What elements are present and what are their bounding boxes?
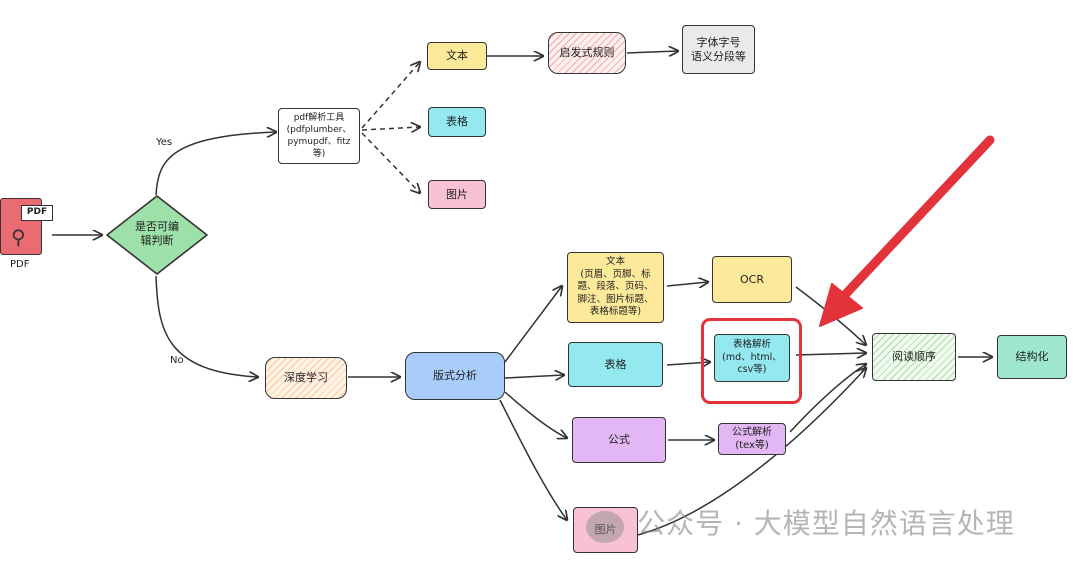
pdf-badge: PDF <box>21 205 53 221</box>
edge-image-reading <box>611 368 866 541</box>
table-parse-highlight <box>701 318 802 404</box>
edge-layout-image <box>499 399 567 520</box>
reading-order-node: 阅读顺序 <box>872 333 956 381</box>
highlight-arrow <box>819 135 995 327</box>
edge-parse-reading <box>795 353 866 355</box>
pdf-file-icon: PDF ⚲ <box>0 198 53 255</box>
table-parse-node: 表格解析 (md、html、 csv等) <box>714 334 790 382</box>
edge-layout-text <box>504 286 562 363</box>
edge-text-ocr <box>666 282 708 286</box>
text-top-node: 文本 <box>427 42 487 70</box>
edge-yes <box>155 132 276 196</box>
edge-tools-text <box>361 62 420 129</box>
pdf-tools-node: pdf解析工具 (pdfplumber、 pymupdf、fitz 等) <box>278 108 360 164</box>
heuristic-node: 启发式规则 <box>548 32 626 74</box>
edge-label-no: No <box>170 355 184 366</box>
wechat-icon <box>586 510 624 543</box>
table-top-node: 表格 <box>428 107 486 137</box>
watermark-text: 公众号 · 大模型自然语言处理 <box>637 507 1015 540</box>
layout-analysis-node: 版式分析 <box>405 352 505 400</box>
font-info-node: 字体字号 语义分段等 <box>682 25 755 74</box>
edge-tools-table <box>361 127 420 130</box>
editable-check-diamond: 是否可编 辑判断 <box>105 194 209 276</box>
watermark: 公众号 · 大模型自然语言处理 <box>586 500 1014 543</box>
acrobat-icon: ⚲ <box>11 225 26 249</box>
formula-parse-node: 公式解析 (tex等) <box>718 423 786 455</box>
edge-tools-image <box>361 132 420 193</box>
structuring-node: 结构化 <box>997 335 1067 379</box>
table-bottom-node: 表格 <box>568 342 663 387</box>
pdf-caption: PDF <box>10 259 30 270</box>
diamond-shape <box>106 195 208 275</box>
edge-layout-table <box>504 375 564 378</box>
formula-node: 公式 <box>572 417 666 463</box>
text-bottom-node: 文本 (页眉、页脚、标 题、段落、页码、 脚注、图片标题、 表格标题等) <box>567 252 664 323</box>
edge-heuristic-font <box>626 51 678 53</box>
edge-label-yes: Yes <box>156 137 173 148</box>
edge-layout-formula <box>504 391 567 438</box>
edge-no <box>155 275 258 377</box>
editable-check-label: 是否可编 辑判断 <box>135 220 179 247</box>
ocr-node: OCR <box>712 256 792 303</box>
image-top-node: 图片 <box>428 180 486 209</box>
deep-learning-node: 深度学习 <box>265 357 347 399</box>
